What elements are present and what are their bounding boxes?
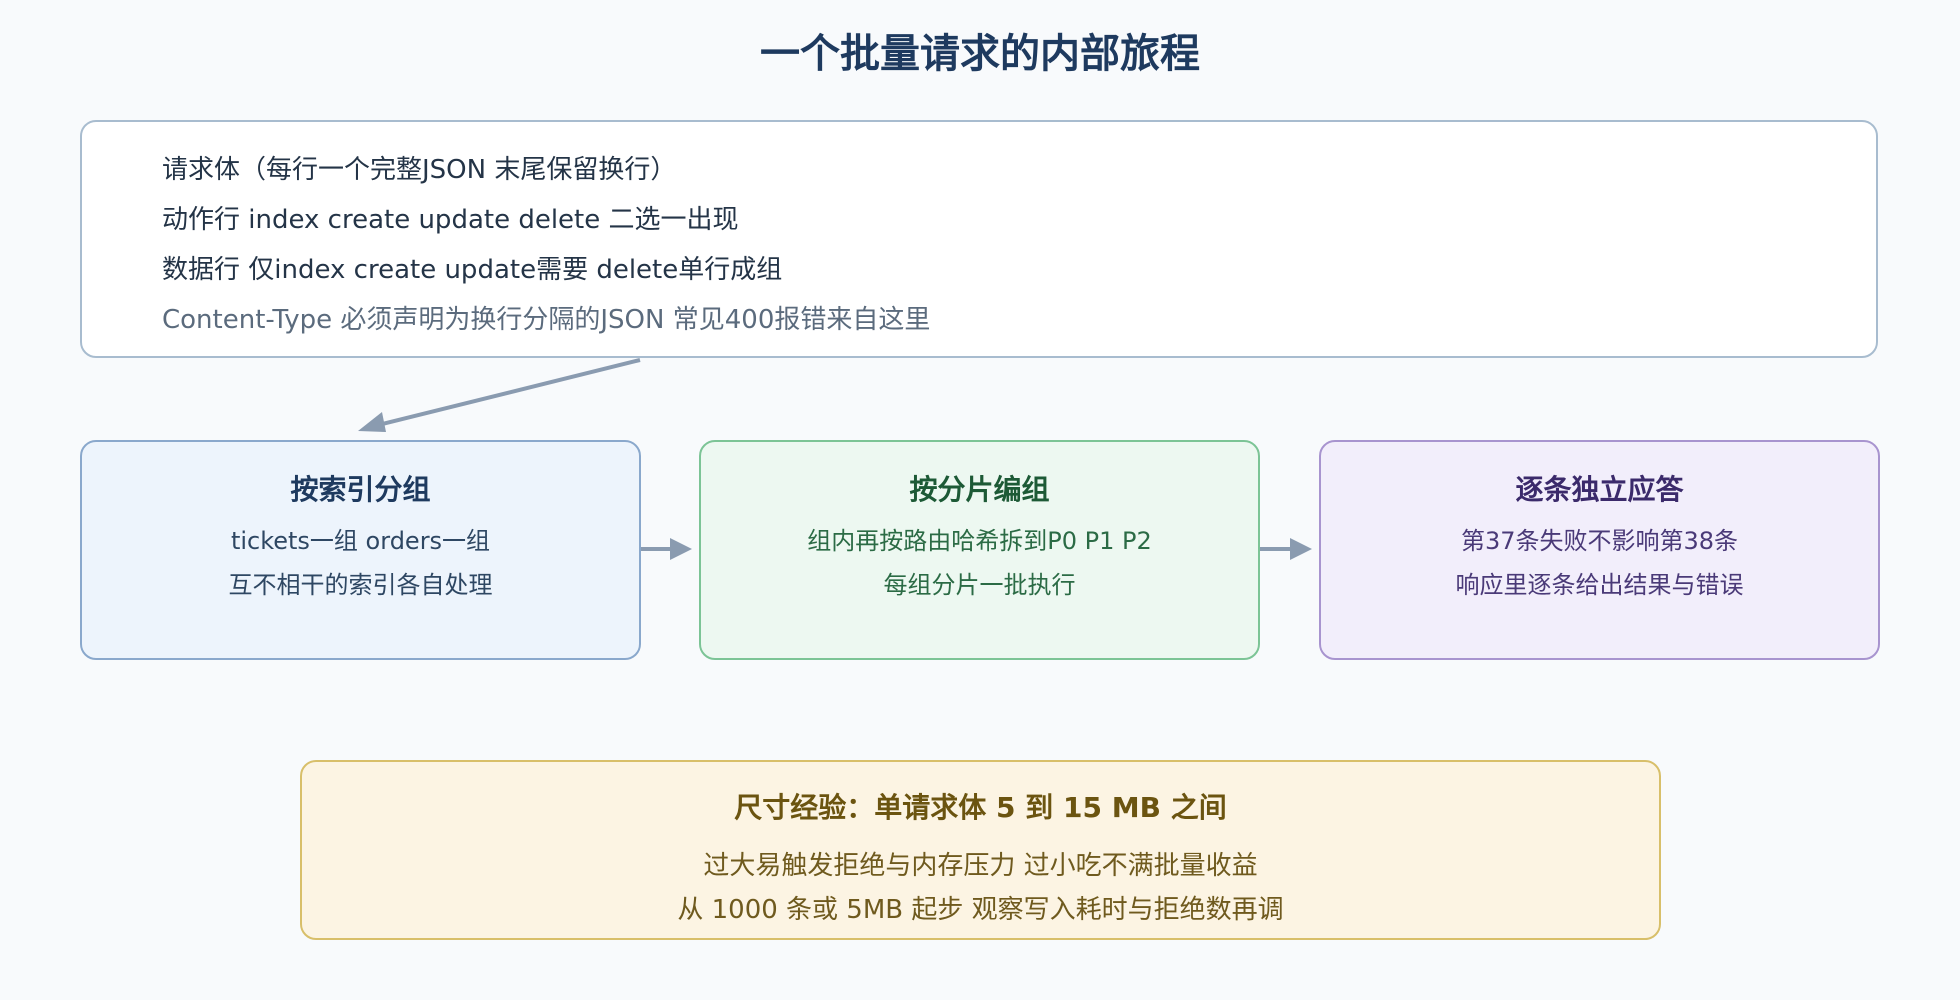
stage-title: 按分片编组 <box>909 473 1050 506</box>
arrow-request-to-index-head <box>358 412 386 432</box>
request-line-data: 数据行 仅index create update需要 delete单行成组 <box>162 255 783 285</box>
stage-line: 每组分片一批执行 <box>883 571 1076 599</box>
stage-line: 响应里逐条给出结果与错误 <box>1455 571 1744 599</box>
tip-line: 过大易触发拒绝与内存压力 过小吃不满批量收益 <box>703 851 1258 881</box>
stage-line: 组内再按路由哈希拆到P0 P1 P2 <box>807 527 1152 555</box>
diagram-title: 一个批量请求的内部旅程 <box>760 31 1200 77</box>
request-line-action: 动作行 index create update delete 二选一出现 <box>162 205 739 235</box>
stage-group-by-shard: 按分片编组 组内再按路由哈希拆到P0 P1 P2 每组分片一批执行 <box>699 440 1260 660</box>
stage-per-item-response: 逐条独立应答 第37条失败不影响第38条 响应里逐条给出结果与错误 <box>1319 440 1880 660</box>
request-body-box: 请求体（每行一个完整JSON 末尾保留换行） 动作行 index create … <box>80 120 1878 358</box>
stage-line: tickets一组 orders一组 <box>230 527 491 555</box>
stage-title: 按索引分组 <box>290 473 431 506</box>
arrow-index-to-shard-head <box>670 538 692 560</box>
arrow-request-to-index <box>365 358 641 430</box>
stage-title: 逐条独立应答 <box>1515 473 1684 506</box>
stage-group-by-index: 按索引分组 tickets一组 orders一组 互不相干的索引各自处理 <box>80 440 641 660</box>
tip-title: 尺寸经验：单请求体 5 到 15 MB 之间 <box>734 791 1227 824</box>
stage-line: 互不相干的索引各自处理 <box>228 571 493 599</box>
tip-line: 从 1000 条或 5MB 起步 观察写入耗时与拒绝数再调 <box>677 895 1284 925</box>
request-line-body: 请求体（每行一个完整JSON 末尾保留换行） <box>162 155 677 185</box>
stage-line: 第37条失败不影响第38条 <box>1460 527 1739 555</box>
request-line-content-type: Content-Type 必须声明为换行分隔的JSON 常见400报错来自这里 <box>162 305 931 335</box>
size-tip-box: 尺寸经验：单请求体 5 到 15 MB 之间 过大易触发拒绝与内存压力 过小吃不… <box>300 760 1661 940</box>
arrow-shard-to-response-head <box>1290 538 1312 560</box>
